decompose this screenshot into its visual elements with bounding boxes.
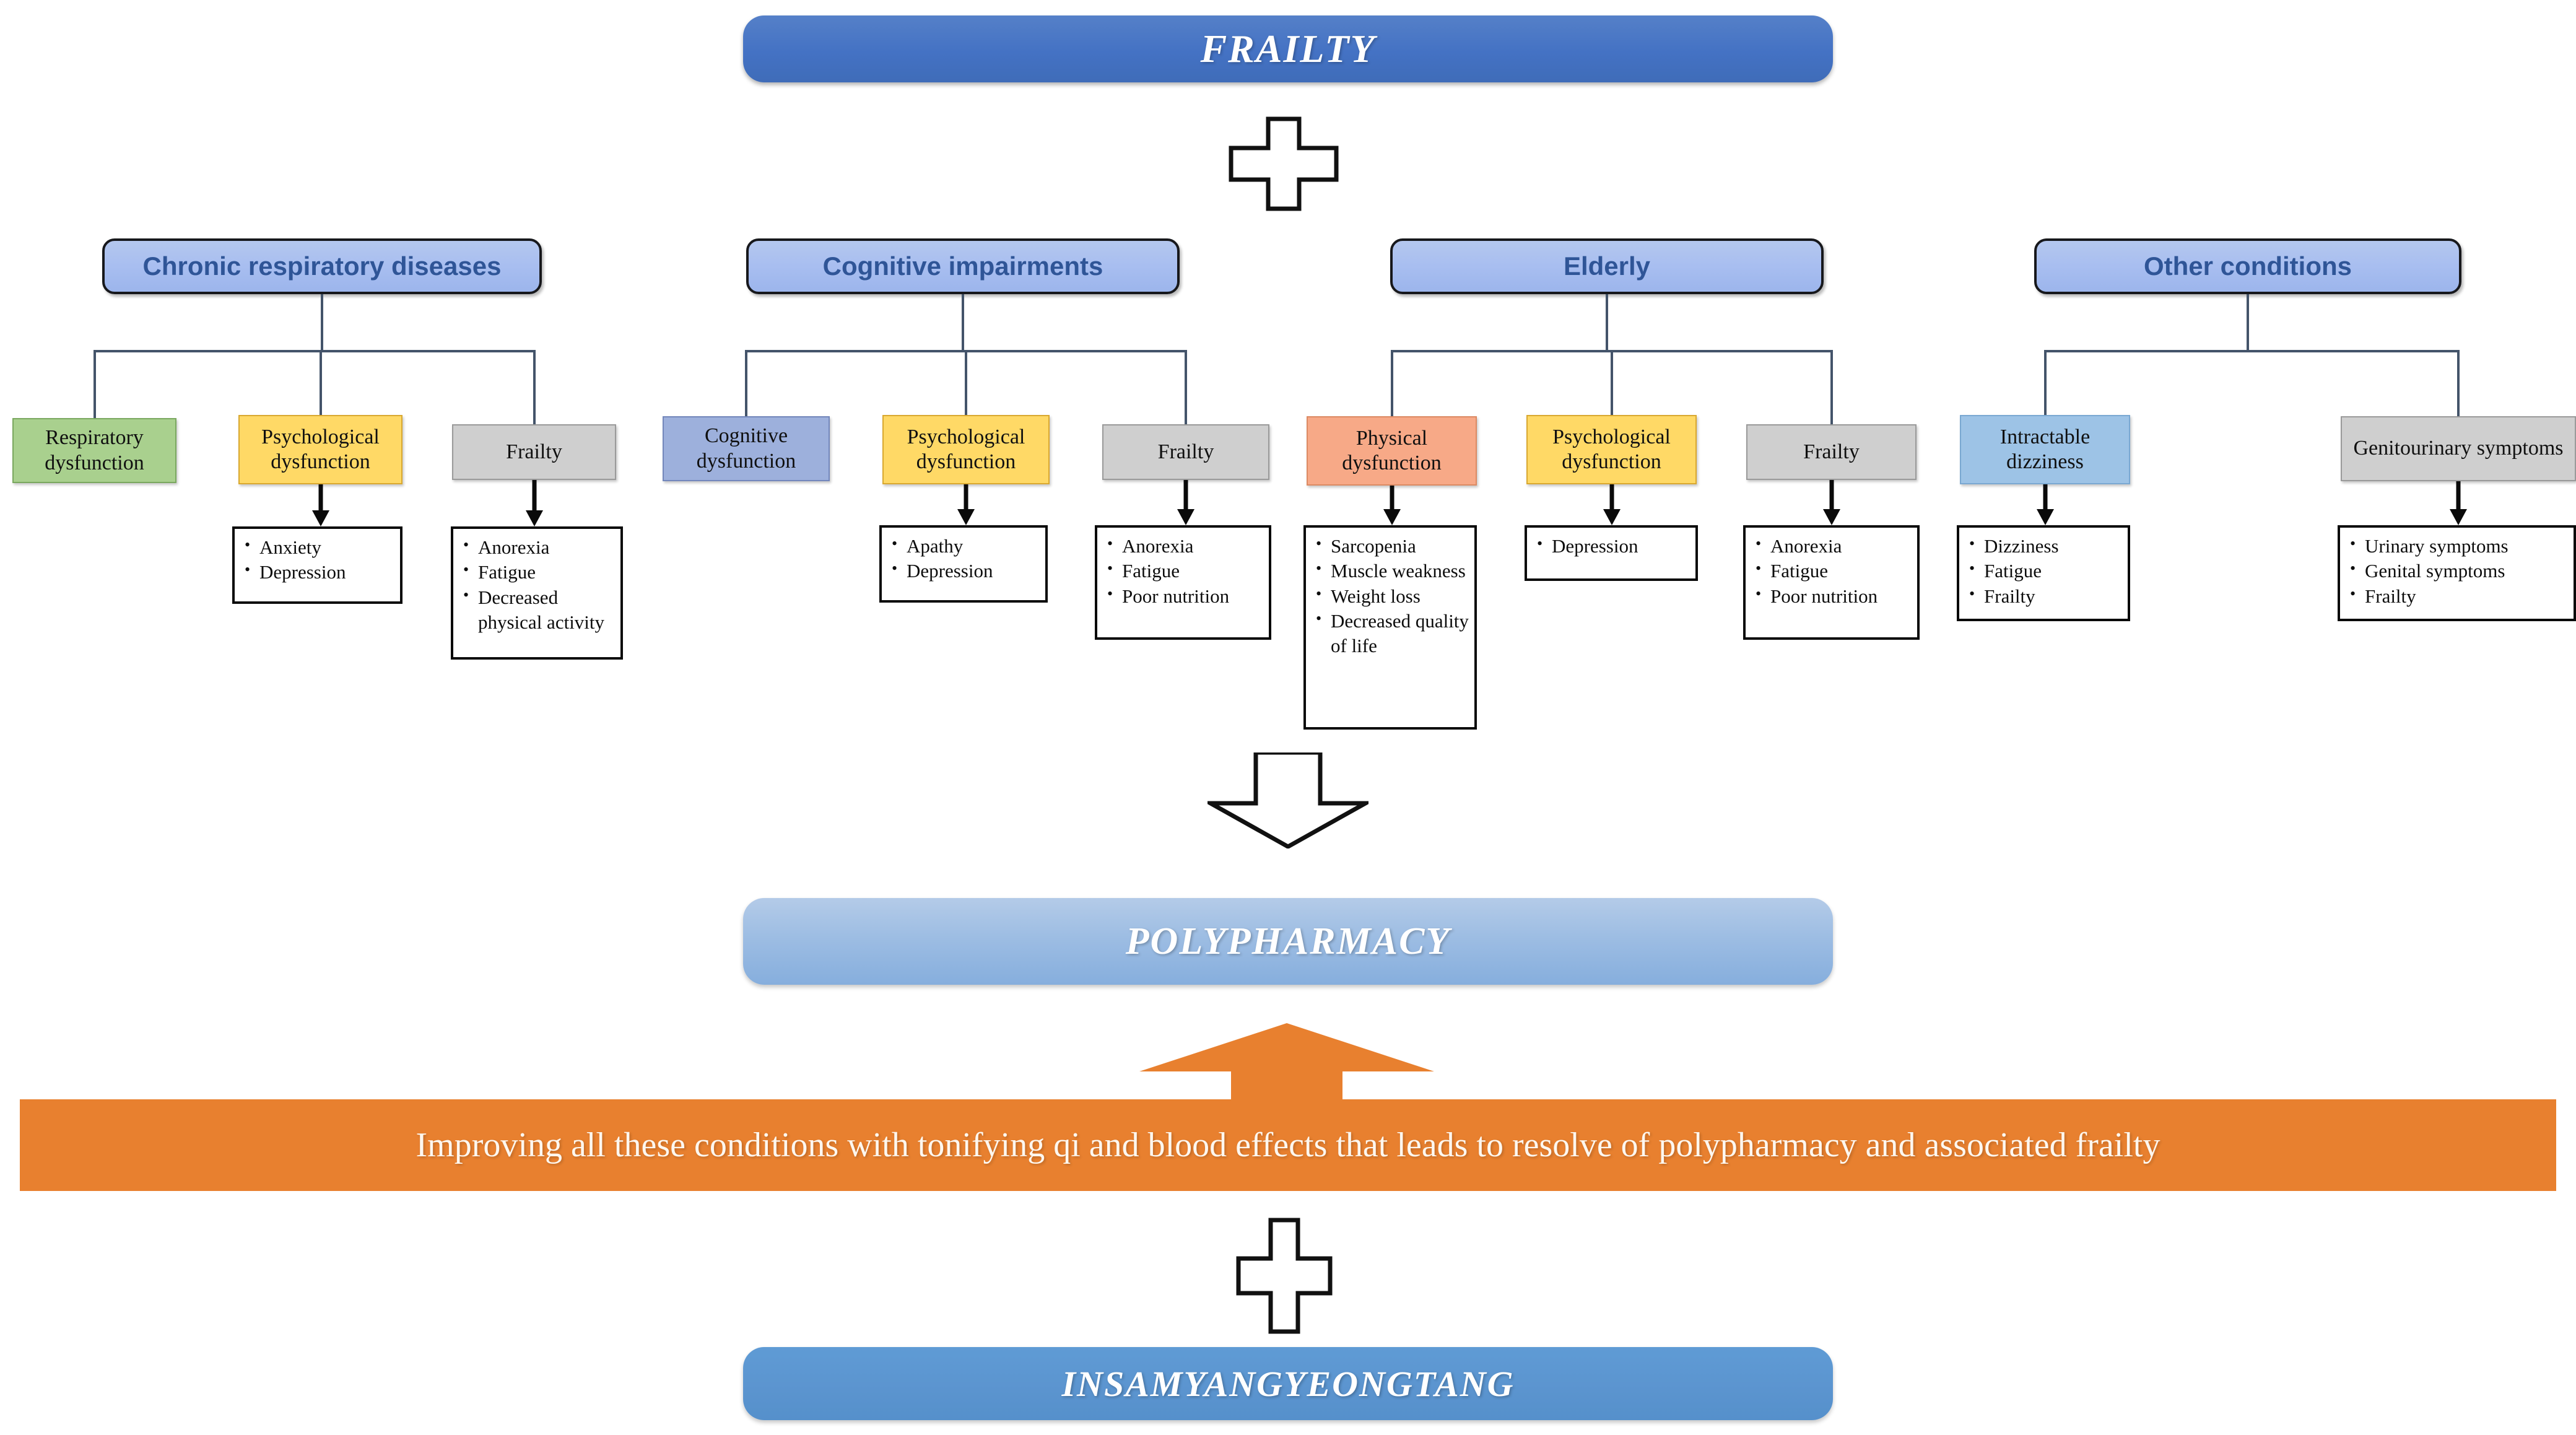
arrow-up-icon [1138, 1023, 1435, 1125]
arrow-down-icon [1601, 484, 1622, 525]
symptom-item: Anxiety [243, 534, 395, 560]
connector-drop [319, 350, 322, 415]
frailty-banner: FRAILTY [743, 15, 1833, 82]
symptom-item: Decreased quality of life [1315, 608, 1469, 659]
effect-banner: Improving all these conditions with toni… [20, 1099, 2556, 1191]
symptom-item: Weight loss [1315, 583, 1469, 609]
symptom-item: Sarcopenia [1315, 533, 1469, 559]
symptom-item: Urinary symptoms [2349, 533, 2569, 559]
plus-icon [1229, 116, 1339, 211]
connector-bar [2043, 350, 2460, 352]
condition-node[interactable]: Psychological dysfunction [882, 415, 1050, 484]
symptom-list: ApathyDepression [879, 525, 1048, 603]
insamyangyeongtang-banner: INSAMYANGYEONGTANG [743, 1347, 1833, 1420]
symptom-item: Apathy [890, 533, 1040, 559]
symptom-list: SarcopeniaMuscle weaknessWeight lossDecr… [1303, 525, 1477, 730]
connector-stem [962, 294, 964, 352]
connector-bar [93, 350, 536, 352]
symptom-list: AnxietyDepression [232, 526, 402, 604]
category-header-1[interactable]: Chronic respiratory diseases [102, 238, 542, 294]
arrow-down-icon [524, 480, 545, 526]
symptom-item: Muscle weakness [1315, 558, 1469, 583]
symptom-item: Fatigue [1106, 558, 1264, 583]
condition-node[interactable]: Respiratory dysfunction [12, 418, 176, 483]
connector-stem [2247, 294, 2249, 352]
arrow-down-icon [1208, 752, 1368, 848]
connector-drop [533, 350, 536, 424]
symptom-item: Dizziness [1968, 533, 2123, 559]
arrow-down-icon [1175, 480, 1196, 525]
arrow-down-icon [310, 484, 331, 526]
symptom-item: Anorexia [1754, 533, 1912, 559]
symptom-item: Depression [1536, 533, 1690, 559]
connector-stem [321, 294, 323, 352]
connector-drop [2043, 350, 2047, 415]
condition-node[interactable]: Physical dysfunction [1307, 416, 1477, 486]
connector-drop [1185, 350, 1187, 424]
symptom-item: Frailty [2349, 583, 2569, 609]
condition-node[interactable]: Genitourinary symptoms [2341, 416, 2576, 481]
condition-node[interactable]: Frailty [1102, 424, 1269, 480]
symptom-item: Depression [890, 558, 1040, 583]
connector-drop [1390, 350, 1393, 416]
arrow-down-icon [2448, 481, 2469, 525]
arrow-down-icon [1382, 486, 1403, 525]
symptom-item: Anorexia [1106, 533, 1264, 559]
symptom-item: Poor nutrition [1106, 583, 1264, 609]
connector-drop [93, 350, 96, 418]
symptom-list: Depression [1525, 525, 1698, 581]
symptom-item: Fatigue [462, 559, 616, 585]
arrow-down-icon [1821, 480, 1842, 525]
symptom-item: Anorexia [462, 534, 616, 560]
polypharmacy-banner: POLYPHARMACY [743, 898, 1833, 985]
connector-drop [745, 350, 747, 416]
symptom-item: Depression [243, 559, 395, 585]
connector-drop [2457, 350, 2460, 416]
condition-node[interactable]: Frailty [1746, 424, 1917, 480]
symptom-list: Urinary symptomsGenital symptomsFrailty [2338, 525, 2576, 621]
condition-node[interactable]: Intractable dizziness [1960, 415, 2130, 484]
connector-drop [1830, 350, 1833, 424]
symptom-list: AnorexiaFatiguePoor nutrition [1743, 525, 1920, 640]
symptom-list: AnorexiaFatigueDecreased physical activi… [451, 526, 623, 660]
connector-stem [1606, 294, 1608, 352]
condition-node[interactable]: Cognitive dysfunction [663, 416, 830, 481]
symptom-item: Frailty [1968, 583, 2123, 609]
connector-drop [1610, 350, 1613, 415]
arrow-down-icon [955, 484, 977, 525]
symptom-item: Fatigue [1968, 558, 2123, 583]
condition-node[interactable]: Psychological dysfunction [238, 415, 402, 484]
symptom-item: Genital symptoms [2349, 558, 2569, 583]
category-header-3[interactable]: Elderly [1390, 238, 1824, 294]
symptom-list: DizzinessFatigueFrailty [1957, 525, 2130, 621]
symptom-item: Decreased physical activity [462, 585, 616, 635]
symptom-item: Poor nutrition [1754, 583, 1912, 609]
symptom-item: Fatigue [1754, 558, 1912, 583]
category-header-4[interactable]: Other conditions [2034, 238, 2461, 294]
plus-icon [1236, 1218, 1333, 1334]
category-header-2[interactable]: Cognitive impairments [746, 238, 1180, 294]
symptom-list: AnorexiaFatiguePoor nutrition [1095, 525, 1271, 640]
connector-drop [965, 350, 967, 415]
condition-node[interactable]: Frailty [452, 424, 616, 480]
condition-node[interactable]: Psychological dysfunction [1526, 415, 1697, 484]
arrow-down-icon [2035, 484, 2056, 525]
